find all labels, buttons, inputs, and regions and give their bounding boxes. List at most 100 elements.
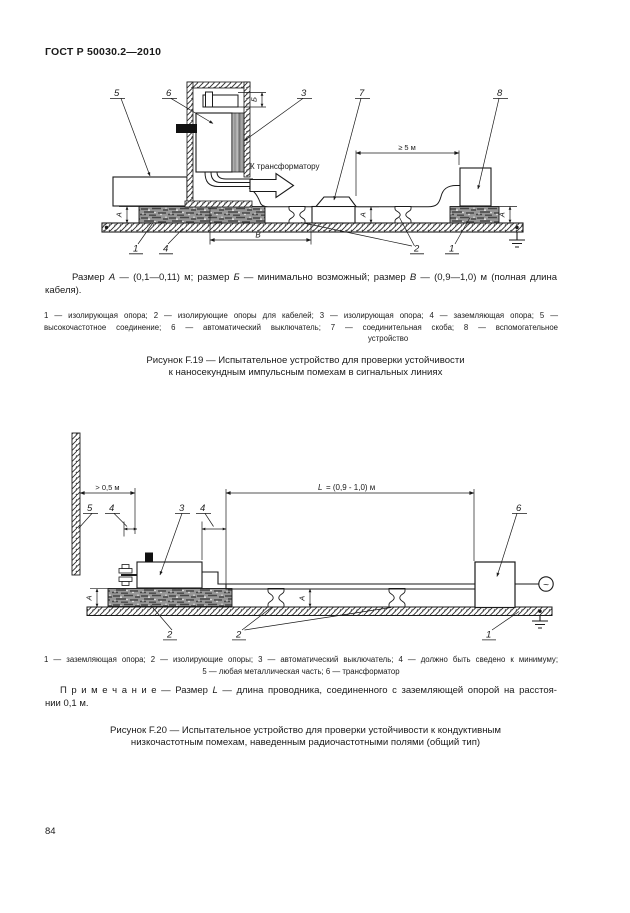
dim-a-right-label: А [498, 212, 507, 218]
circuit-breaker-box [136, 561, 203, 589]
page-number: 84 [45, 826, 56, 837]
leader-3 [159, 513, 183, 576]
dim-a-right [499, 206, 517, 224]
ac-source [515, 576, 554, 592]
leader-8 [477, 98, 500, 190]
fig19-size-note: Размер А — (0,1—0,11) м; размер Б — мини… [45, 272, 557, 297]
leader-1a [137, 223, 153, 245]
coupling-clamp [311, 196, 358, 224]
conductor-bottom-line [225, 584, 475, 590]
insulating-support-left-block [138, 206, 266, 224]
size-note-var-a: А [108, 272, 116, 283]
ground-plane-bar [101, 222, 524, 233]
dim-l-var-label: L [318, 483, 322, 492]
callout-4: 4 [163, 244, 168, 255]
dim-05m-label: > 0,5 м [95, 483, 119, 492]
note-var-l: L [212, 685, 218, 696]
enclosure-bottom-wall [184, 200, 253, 208]
fig20-caption-line2: низкочастотным помехам, наведенным радио… [130, 737, 481, 749]
dim-4-right [201, 521, 227, 560]
auxiliary-device-box [459, 167, 492, 207]
enclosure-feedthrough-bar [176, 124, 197, 133]
note-seg: — длина проводника, соединенного с зазем… [217, 685, 557, 696]
signal-cable-run [248, 185, 460, 208]
dim-5m-extension-lines [355, 150, 460, 196]
size-note-seg: — минимально возможный; размер [239, 272, 410, 283]
size-note-seg: Размер [72, 272, 109, 283]
dim-a-mid [357, 206, 379, 224]
leader-5 [78, 513, 93, 529]
earth-ground-symbol [532, 615, 548, 629]
fig19-caption-line2: к наносекундным импульсным помехам в сиг… [168, 367, 443, 379]
bolt-nut-top [121, 564, 130, 569]
dim-a-mid-label: А [359, 212, 368, 218]
fig19-legend-line1: 1 — изолирующая опора; 2 — изолирующие о… [44, 311, 558, 320]
callout-5: 5 [114, 88, 120, 99]
callout-5: 5 [87, 503, 93, 514]
enclosure-top-unit-tab [205, 91, 213, 108]
leader-1b [454, 217, 471, 245]
leader-4b [204, 513, 214, 527]
leader-4 [167, 228, 184, 245]
leader-1 [491, 611, 520, 631]
shielded-enclosure [184, 81, 253, 208]
fig20-legend-line1: 1 — заземляющая опора; 2 — изолирующие о… [44, 655, 558, 664]
fig19-size-note-line2: кабеля). [45, 284, 82, 296]
leader-6 [170, 98, 214, 124]
enclosure-top-wall [186, 81, 251, 89]
plane-terminal-dot-right [515, 225, 519, 230]
callout-4a: 4 [109, 503, 114, 514]
earth-ground-strokes [509, 232, 525, 248]
leader-3 [243, 98, 304, 142]
callout-1a: 1 [133, 244, 138, 255]
cable-spool-support-1 [267, 588, 285, 608]
cable-2 [210, 171, 253, 183]
fig20-caption-line1: Рисунок F.20 — Испытательное устройство … [109, 725, 502, 736]
circuit-breaker-box [195, 112, 233, 173]
ac-source-circle [538, 576, 554, 592]
fig20-note-line1: П р и м е ч а н и е — Размер L — длина п… [45, 685, 557, 698]
cable-spool-support-2 [394, 206, 412, 224]
dim-a-left-label: А [85, 595, 94, 601]
dim-a-mid [300, 588, 321, 608]
callout-3: 3 [179, 503, 185, 514]
cable-1 [204, 171, 253, 187]
leader-2a [150, 605, 173, 631]
callout-8: 8 [497, 88, 503, 99]
dim-v-label: В [255, 231, 261, 240]
hf-connection-box [112, 176, 188, 207]
leader-2 [300, 217, 415, 247]
bolt-washer-1 [118, 568, 133, 574]
callout-6: 6 [166, 88, 172, 99]
dim-a-mid-label: А [298, 596, 307, 602]
callout-6: 6 [516, 503, 522, 514]
bolt-nut-bottom [121, 581, 130, 586]
dim-5m [355, 150, 460, 196]
fig19-legend-line2: высокочастотное соединение; 6 — автомати… [44, 322, 558, 332]
coupling-clamp-base [311, 205, 356, 224]
callout-2b: 2 [235, 630, 242, 641]
dim-a-left [90, 588, 110, 608]
leader-lines [120, 98, 500, 247]
earth-ground-symbol [509, 232, 525, 248]
cable-spool-support-2 [388, 588, 406, 608]
insulating-support-block [107, 588, 233, 607]
metal-wall [71, 432, 81, 576]
leader-6 [496, 513, 518, 577]
cables [204, 171, 460, 208]
dim-l-extension-lines [225, 489, 475, 584]
fig20-legend: 1 — заземляющая опора; 2 — изолирующие о… [44, 654, 558, 677]
dim-05m [79, 488, 136, 534]
fig19-caption-line1: Рисунок F.19 — Испытательное устройство … [146, 355, 465, 366]
dim-a-left-label: А [115, 212, 124, 218]
callout-4b: 4 [200, 503, 205, 514]
fig20-legend-line2: 5 — любая металлическая часть; 6 — транс… [202, 666, 400, 676]
fig19-size-note-line1: Размер А — (0,1—0,11) м; размер Б — мини… [45, 272, 557, 285]
cable-spool-support-1 [288, 206, 306, 224]
fig20-caption: Рисунок F.20 — Испытательное устройство … [45, 725, 566, 750]
ac-source-tilde: ~ [543, 580, 549, 591]
insulating-support-right-block [449, 206, 500, 224]
bolt-washer-2 [118, 576, 133, 582]
ground-plane-bar [86, 606, 553, 616]
